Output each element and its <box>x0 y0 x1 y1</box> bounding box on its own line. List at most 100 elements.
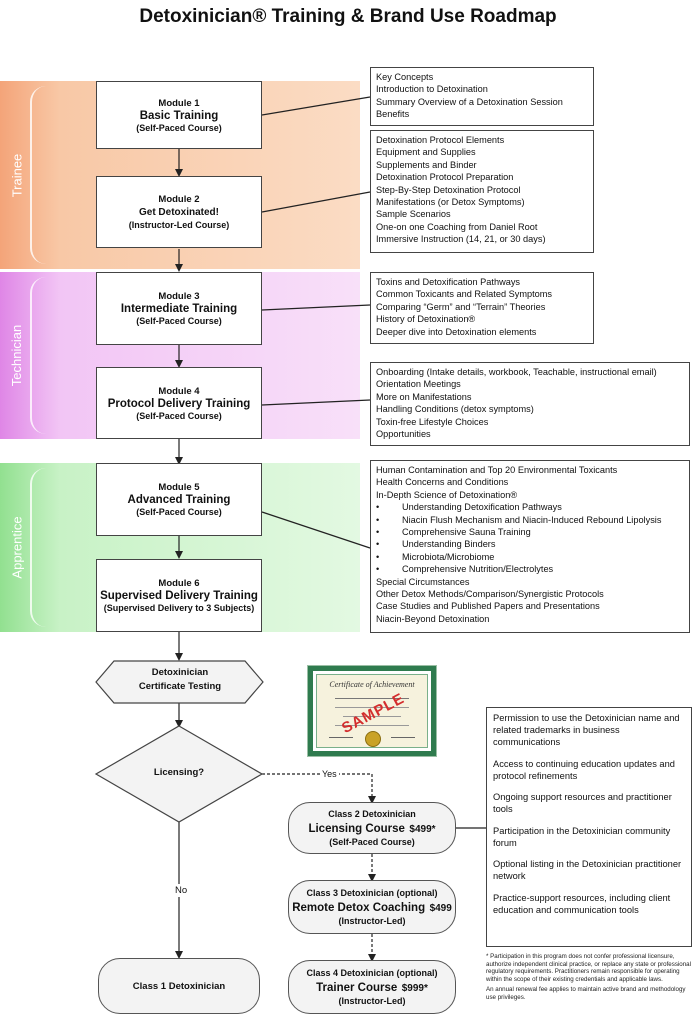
module-type: (Self-Paced Course) <box>136 316 222 326</box>
class-price: $499 <box>429 903 452 914</box>
topic-item: Supplements and Binder <box>376 159 477 170</box>
topic-bullet: Understanding Detoxification Pathways <box>376 501 684 514</box>
module-type: (Instructor-Led Course) <box>128 220 230 230</box>
module-3-box: Module 3 Intermediate Training (Self-Pac… <box>96 272 262 345</box>
class-name-row: Licensing Course $499* <box>289 819 455 837</box>
topic-item: Case Studies and Published Papers and Pr… <box>376 601 600 612</box>
footnote: * Participation in this program does not… <box>486 953 691 983</box>
module-4-topics: Onboarding (Intake details, workbook, Te… <box>370 362 690 446</box>
module-number: Module 3 <box>158 291 200 302</box>
module-name: Protocol Delivery Training <box>107 397 251 410</box>
topic-item: Detoxination Protocol Elements <box>376 135 505 145</box>
class-type: (Self-Paced Course) <box>329 837 415 847</box>
class-3-remote-detox-coaching: Class 3 Detoxinician (optional) Remote D… <box>288 880 456 934</box>
class-4-trainer-course: Class 4 Detoxinician (optional) Trainer … <box>288 960 456 1014</box>
module-2-topics: Detoxination Protocol Elements Equipment… <box>370 130 594 253</box>
module-name: Supervised Delivery Training <box>100 590 258 602</box>
topic-item: Orientation Meetings <box>376 379 461 390</box>
module-number: Module 4 <box>158 385 200 397</box>
class-name-row: Remote Detox Coaching $499 <box>289 898 455 916</box>
topic-item: Handling Conditions (detox symptoms) <box>376 404 534 415</box>
topic-bullet: Niacin Flush Mechanism and Niacin-Induce… <box>376 514 684 527</box>
topic-item: Other Detox Methods/Comparison/Synergist… <box>376 589 604 600</box>
topic-item: Deeper dive into Detoxination elements <box>376 326 537 337</box>
class-type: (Instructor-Led) <box>338 996 406 1006</box>
topic-item: Special Circumstances <box>376 576 470 587</box>
band-curve <box>30 86 46 264</box>
class-name-row: Trainer Course $999* <box>289 978 455 996</box>
topic-item: Opportunities <box>376 429 431 440</box>
topic-item: Equipment and Supplies <box>376 147 476 158</box>
topic-item: One-on one Coaching from Daniel Root <box>376 221 538 232</box>
topic-bullet: Understanding Binders <box>376 538 684 551</box>
module-type: (Self-Paced Course) <box>136 507 222 517</box>
page-title: Detoxinician® Training & Brand Use Roadm… <box>139 6 557 27</box>
class-2-licensing-course: Class 2 Detoxinician Licensing Course $4… <box>288 802 456 854</box>
certificate-image: Certificate of Achievement SAMPLE <box>308 666 436 756</box>
topic-item: Health Concerns and Conditions <box>376 477 509 488</box>
testing-line-2: Certificate Testing <box>138 681 222 692</box>
topic-item: Step-By-Step Detoxination Protocol <box>376 184 521 195</box>
topic-item: More on Manifestations <box>376 391 472 402</box>
topic-bullet: Comprehensive Nutrition/Electrolytes <box>376 563 684 576</box>
class-name: Remote Detox Coaching <box>292 902 426 914</box>
topic-bullet: Comprehensive Sauna Training <box>376 526 684 539</box>
class-name: Licensing Course <box>308 823 405 835</box>
module-3-topics: Toxins and Detoxification Pathways Commo… <box>370 272 594 344</box>
band-curve <box>30 277 46 434</box>
topic-item: Human Contamination and Top 20 Environme… <box>376 465 618 475</box>
topic-item: Detoxination Protocol Preparation <box>376 172 514 183</box>
class-1-detoxinician: Class 1 Detoxinician <box>98 958 260 1014</box>
topic-item: In-Depth Science of Detoxination® <box>376 489 518 500</box>
module-name: Basic Training <box>139 109 219 122</box>
class-price: $999* <box>401 983 428 994</box>
benefit-item: Practice-support resources, including cl… <box>493 892 671 915</box>
topic-item: Toxin-free Lifestyle Choices <box>376 416 489 427</box>
topic-item: Niacin-Beyond Detoxination <box>376 613 490 624</box>
benefit-item: Ongoing support resources and practition… <box>493 792 672 814</box>
topic-bullet: Microbiota/Microbiome <box>376 551 684 564</box>
certificate-title: Certificate of Achievement <box>329 680 415 689</box>
band-curve <box>30 468 46 627</box>
testing-line-1: Detoxinician <box>151 667 209 678</box>
module-name: Intermediate Training <box>120 303 238 315</box>
class-title: Class 3 Detoxinician (optional) <box>306 888 438 898</box>
topic-item: Comparing “Germ” and “Terrain” Theories <box>376 301 546 312</box>
module-6-box: Module 6 Supervised Delivery Training (S… <box>96 559 262 632</box>
class-name: Trainer Course <box>316 982 398 994</box>
benefit-item: Permission to use the Detoxinician name … <box>493 713 680 747</box>
topic-item: Toxins and Detoxification Pathways <box>376 277 521 287</box>
footnotes: * Participation in this program does not… <box>486 953 694 1004</box>
class-title: Class 1 Detoxinician <box>132 980 226 992</box>
topic-item: Common Toxicants and Related Symptoms <box>376 289 553 300</box>
module-number: Module 6 <box>158 578 200 589</box>
certificate-testing: Detoxinician Certificate Testing <box>110 666 250 694</box>
decision-diamond <box>94 725 264 823</box>
benefit-item: Optional listing in the Detoxinician pra… <box>493 859 682 881</box>
module-5-6-topics: Human Contamination and Top 20 Environme… <box>370 460 690 633</box>
class-type: (Instructor-Led) <box>338 916 406 926</box>
module-number: Module 5 <box>158 482 200 493</box>
module-number: Module 1 <box>158 97 200 109</box>
module-type: (Supervised Delivery to 3 Subjects) <box>103 603 255 613</box>
topic-item: Onboarding (Intake details, workbook, Te… <box>376 367 657 377</box>
module-type: (Self-Paced Course) <box>136 122 222 133</box>
topic-item: Benefits <box>376 109 410 120</box>
topic-item: History of Detoxination® <box>376 314 476 325</box>
module-1-topics: Key Concepts Introduction to Detoxinatio… <box>370 67 594 126</box>
decision-label: Licensing? <box>153 767 205 778</box>
module-name: Get Detoxinated! <box>138 207 219 218</box>
class-price: $499* <box>409 824 436 835</box>
module-2-box: Module 2 Get Detoxinated! (Instructor-Le… <box>96 176 262 248</box>
class-title: Class 4 Detoxinician (optional) <box>306 968 438 978</box>
topic-item: Introduction to Detoxination <box>376 84 488 95</box>
class-title: Class 2 Detoxinician <box>328 809 416 819</box>
module-number: Module 2 <box>158 194 200 205</box>
no-label: No <box>173 884 190 897</box>
module-5-box: Module 5 Advanced Training (Self-Paced C… <box>96 463 262 536</box>
testing-shape <box>95 660 264 704</box>
benefit-item: Access to continuing education updates a… <box>493 758 675 781</box>
licensing-benefits: Permission to use the Detoxinician name … <box>486 707 692 947</box>
seal-icon <box>365 731 381 747</box>
